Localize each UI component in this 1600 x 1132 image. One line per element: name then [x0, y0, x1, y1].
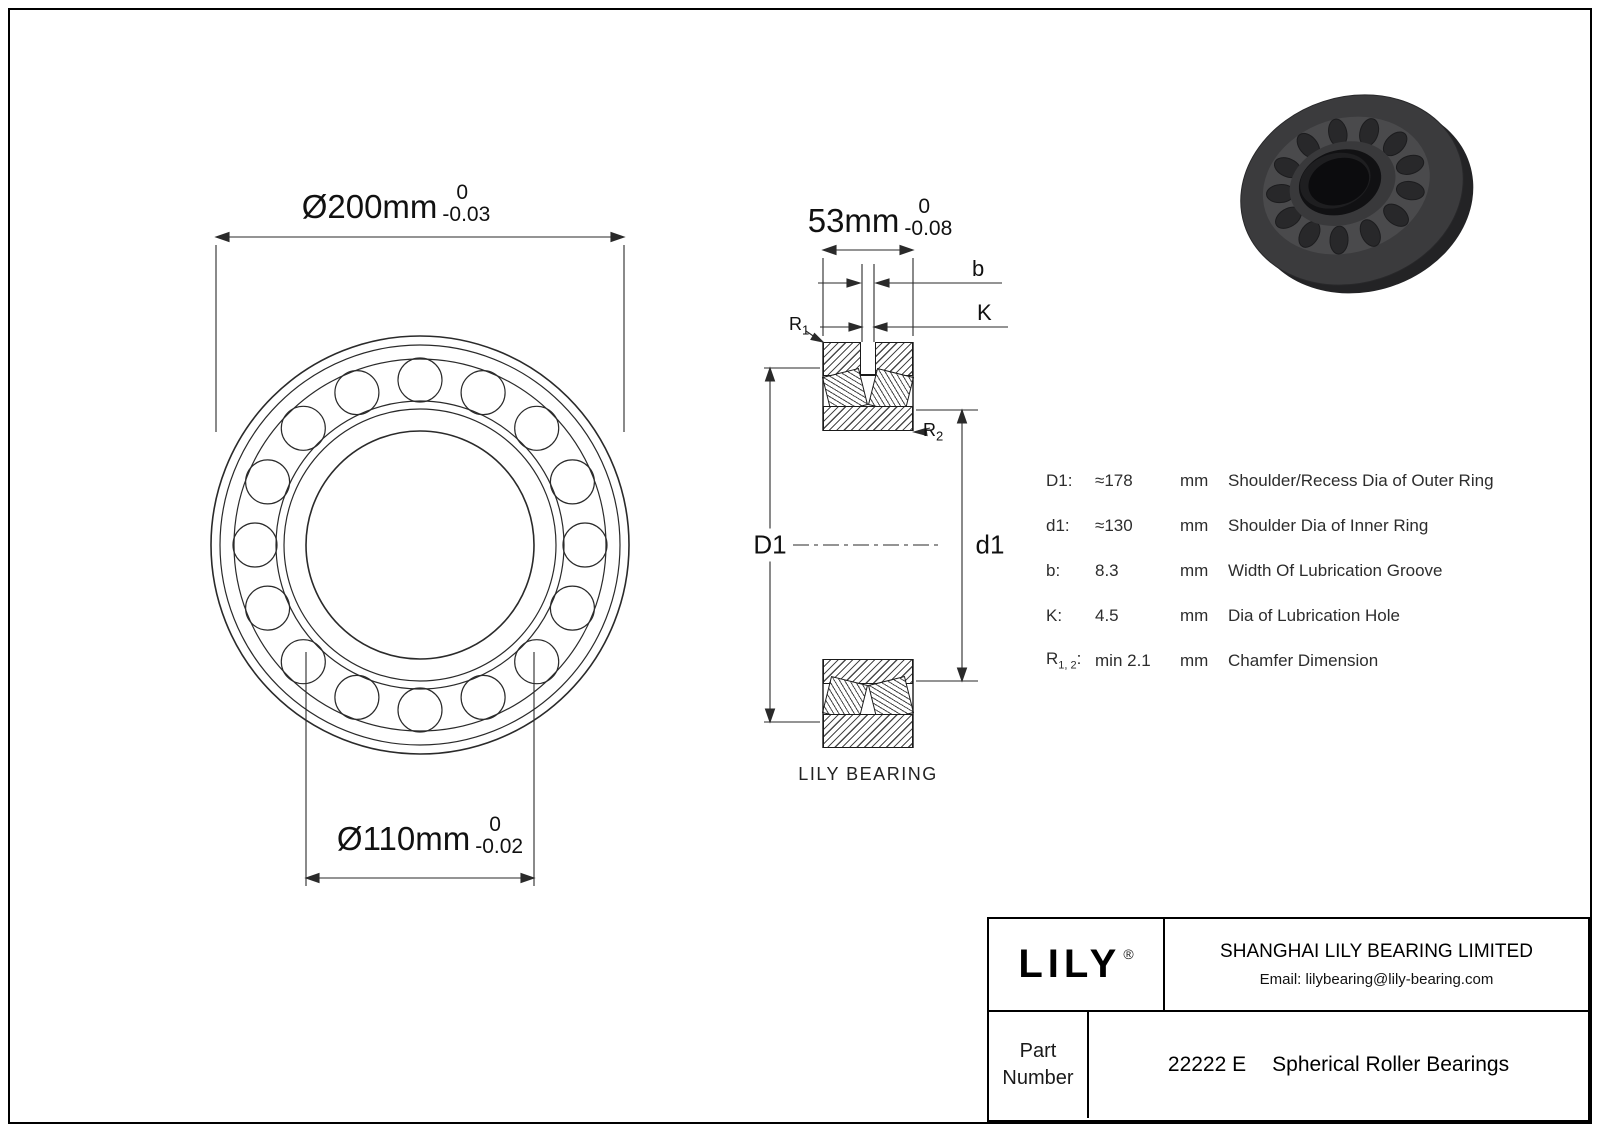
r12-subscript: 1, 2 — [1058, 659, 1077, 672]
title-block: LILY ® SHANGHAI LILY BEARING LIMITED Ema… — [987, 917, 1590, 1122]
spec-value: min 2.1 — [1095, 650, 1151, 670]
spec-value: ≈178 — [1095, 470, 1133, 490]
width-tolerance: 0 -0.08 — [904, 196, 952, 240]
hole-dia-label: K — [977, 300, 992, 325]
width-tol-upper: 0 — [918, 195, 931, 218]
spec-param: b: — [1046, 560, 1061, 580]
company-email: Email: lilybearing@lily-bearing.com — [1259, 971, 1494, 988]
outer-diameter-tol-lower: -0.03 — [442, 202, 491, 226]
r1-prefix: R — [789, 314, 802, 334]
inner-shoulder-label: d1 — [975, 529, 1005, 560]
part-description: Spherical Roller Bearings — [1272, 1053, 1510, 1076]
spec-row-d1-outer: D1: ≈178 mm Shoulder/Recess Dia of Outer… — [1046, 458, 1576, 503]
front-view-rollers — [232, 357, 608, 733]
spec-desc: Dia of Lubrication Hole — [1228, 605, 1400, 625]
spec-param: R1, 2: — [1046, 649, 1095, 671]
spec-unit: mm — [1180, 650, 1209, 670]
bore-diameter-dimension: Ø110mm 0 -0.02 — [337, 814, 523, 858]
lily-logo: LILY — [1018, 942, 1122, 986]
r2-subscript: 2 — [936, 428, 944, 444]
bore-diameter-value: Ø110mm — [336, 819, 471, 857]
bearing-3d-image — [1240, 94, 1474, 294]
company-cell: SHANGHAI LILY BEARING LIMITED Email: lil… — [1165, 919, 1588, 1010]
outer-diameter-tolerance: 0 -0.03 — [442, 182, 490, 226]
dimension-lines — [214, 231, 1008, 886]
spec-unit: mm — [1180, 470, 1209, 490]
title-block-top-row: LILY ® SHANGHAI LILY BEARING LIMITED Ema… — [989, 919, 1588, 1012]
spec-row-r12: R1, 2: min 2.1 mm Chamfer Dimension — [1046, 638, 1576, 683]
spec-param: D1: — [1046, 470, 1073, 490]
spec-desc: Shoulder Dia of Inner Ring — [1228, 515, 1429, 535]
title-block-bottom-row: Part Number 22222 E Spherical Roller Bea… — [989, 1012, 1588, 1118]
spec-table: D1: ≈178 mm Shoulder/Recess Dia of Outer… — [1046, 458, 1576, 683]
r1-subscript: 1 — [802, 322, 810, 338]
front-view-drawing — [210, 335, 630, 755]
spec-desc: Chamfer Dimension — [1228, 650, 1379, 670]
spec-row-d1-inner: d1: ≈130 mm Shoulder Dia of Inner Ring — [1046, 503, 1576, 548]
company-name: SHANGHAI LILY BEARING LIMITED — [1220, 941, 1533, 962]
r2-prefix: R — [923, 420, 936, 440]
page-border — [8, 8, 1592, 1124]
width-dimension: 53mm 0 -0.08 — [808, 196, 953, 240]
spec-unit: mm — [1180, 515, 1209, 535]
spec-desc: Width Of Lubrication Groove — [1228, 560, 1443, 580]
bore-diameter-tolerance: 0 -0.02 — [475, 814, 523, 858]
spec-value: ≈130 — [1095, 515, 1133, 535]
part-label-line1: Part — [1019, 1040, 1057, 1062]
spec-unit: mm — [1180, 560, 1209, 580]
section-silhouette — [822, 342, 914, 748]
groove-width-label: b — [972, 256, 985, 281]
spec-row-k: K: 4.5 mm Dia of Lubrication Hole — [1046, 593, 1576, 638]
section-outer-ring-bottom — [823, 714, 913, 748]
outer-diameter-tol-upper: 0 — [456, 181, 469, 204]
part-number-cell: 22222 E Spherical Roller Bearings — [1089, 1012, 1588, 1118]
chamfer-r2-label: R2 — [923, 420, 943, 444]
spec-param: d1: — [1046, 515, 1070, 535]
spec-row-b: b: 8.3 mm Width Of Lubrication Groove — [1046, 548, 1576, 593]
outer-shoulder-label: D1 — [748, 528, 792, 562]
outer-diameter-dimension: Ø200mm 0 -0.03 — [302, 182, 491, 226]
bore-diameter-tol-upper: 0 — [489, 813, 501, 836]
part-number-label: Part Number — [989, 1012, 1089, 1118]
spec-value: 4.5 — [1095, 605, 1119, 625]
part-label-line2: Number — [1002, 1067, 1074, 1089]
width-tol-lower: -0.08 — [904, 216, 953, 240]
spec-desc: Shoulder/Recess Dia of Outer Ring — [1228, 470, 1494, 490]
chamfer-r1-label: R1 — [789, 314, 809, 338]
bore-diameter-tol-lower: -0.02 — [475, 834, 524, 858]
r12-prefix: R — [1046, 649, 1059, 669]
spec-param: K: — [1046, 605, 1063, 625]
width-value: 53mm — [807, 201, 900, 239]
spec-unit: mm — [1180, 605, 1209, 625]
logo-cell: LILY ® — [989, 919, 1165, 1010]
r12-suffix: : — [1076, 649, 1082, 669]
spec-value: 8.3 — [1095, 560, 1119, 580]
lubrication-groove — [860, 342, 876, 375]
outer-diameter-value: Ø200mm — [301, 187, 438, 225]
section-inner-ring-top — [823, 406, 913, 431]
registered-trademark-icon: ® — [1123, 945, 1134, 962]
part-number: 22222 E — [1167, 1053, 1247, 1076]
section-caption: LILY BEARING — [798, 764, 938, 784]
